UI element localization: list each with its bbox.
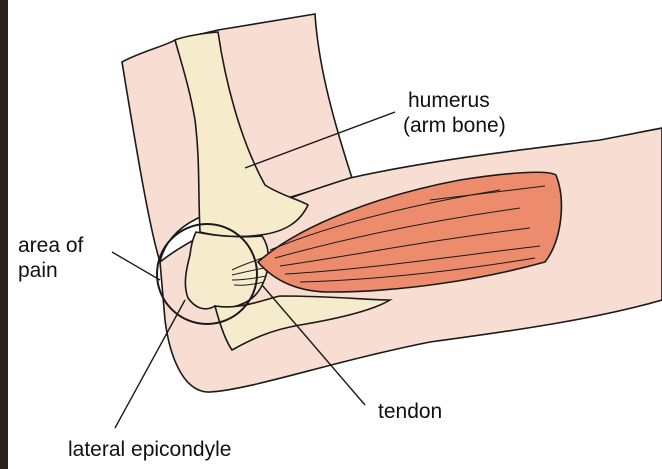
humerus-note-label: (arm bone)	[403, 114, 506, 137]
area-of-pain-label-line2: pain	[18, 259, 58, 282]
area-of-pain-label-line1: area of	[18, 234, 83, 257]
tendon-label: tendon	[378, 400, 442, 423]
humerus-label: humerus	[408, 89, 490, 112]
lateral-epicondyle-label: lateral epicondyle	[68, 438, 231, 461]
